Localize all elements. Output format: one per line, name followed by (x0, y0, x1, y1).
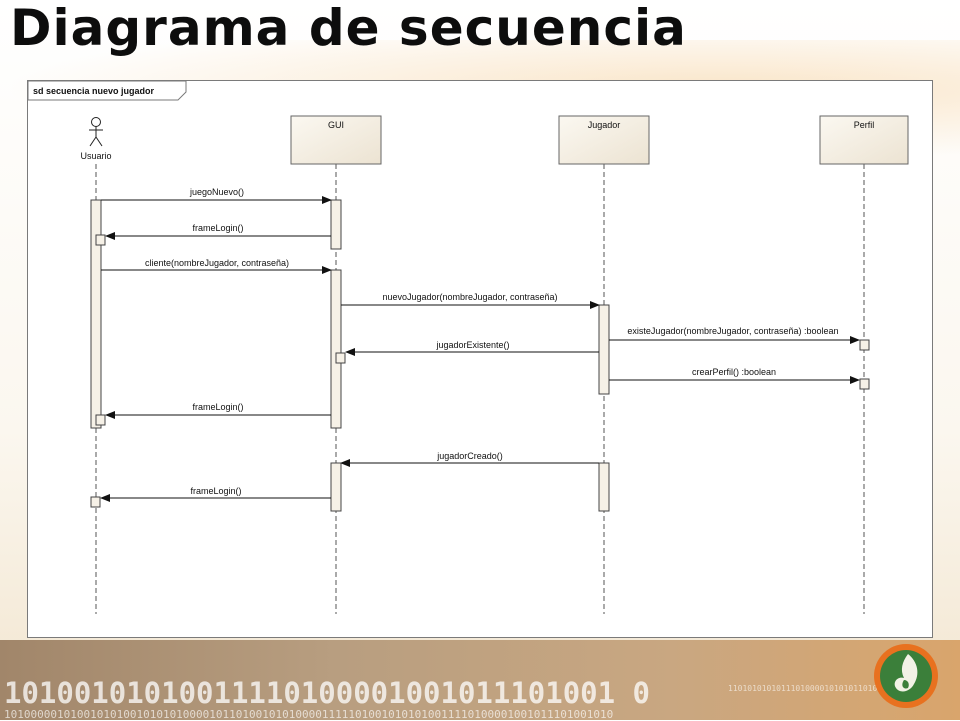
binary-decoration-tiny: 11010101010111010000101010110100110001 (728, 684, 912, 693)
logo-icon (874, 644, 938, 708)
lifeline-label-perfil: Perfil (854, 120, 875, 130)
activation-bar (859, 339, 870, 351)
activation-bar (95, 414, 106, 426)
message-label: frameLogin() (192, 223, 243, 233)
activation-bar (598, 304, 610, 395)
message-label: frameLogin() (190, 486, 241, 496)
lifeline-jugador: Jugador (558, 115, 650, 614)
lifeline-perfil: Perfil (819, 115, 909, 614)
message-label: crearPerfil() :boolean (692, 367, 776, 377)
message-label: frameLogin() (192, 402, 243, 412)
lifeline-box (558, 115, 650, 165)
message-label: juegoNuevo() (189, 187, 244, 197)
message-label: nuevoJugador(nombreJugador, contraseña) (382, 292, 557, 302)
activation-bar (95, 234, 106, 246)
activation-bar (330, 462, 342, 512)
activation-bar (90, 496, 101, 508)
message-label: jugadorCreado() (436, 451, 503, 461)
lifeline-label-usuario: Usuario (80, 151, 111, 161)
binary-decoration-small: 1010000010100101010010101010000101101001… (4, 708, 614, 721)
message-label: cliente(nombreJugador, contraseña) (145, 258, 289, 268)
lifeline-box (290, 115, 382, 165)
activation-bar (330, 199, 342, 250)
binary-decoration-large: 10100101010011110100001001011101001 0 (4, 676, 651, 710)
slide-title: Diagrama de secuencia (10, 0, 687, 57)
actor-icon (89, 117, 103, 147)
activation-bar (859, 378, 870, 390)
lifeline-label-gui: GUI (328, 120, 344, 130)
diagram-frame (27, 80, 933, 638)
message-label: jugadorExistente() (435, 340, 509, 350)
frame-label-box (27, 80, 187, 101)
lifeline-box (819, 115, 909, 165)
activation-bar (598, 462, 610, 512)
lifeline-label-jugador: Jugador (588, 120, 621, 130)
message-label: existeJugador(nombreJugador, contraseña)… (627, 326, 838, 336)
frame-label: sd secuencia nuevo jugador (33, 86, 155, 96)
activation-bar (335, 352, 346, 364)
activation-bar (90, 199, 102, 429)
footer-band (0, 640, 960, 720)
activation-bar (330, 269, 342, 429)
